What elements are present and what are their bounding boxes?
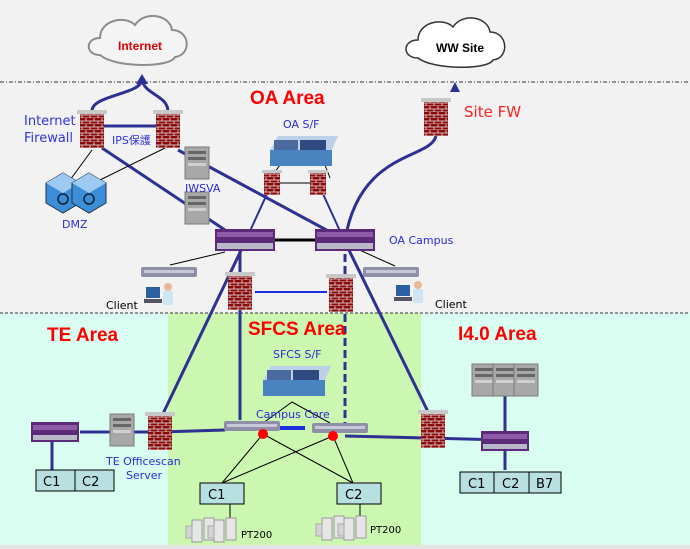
pt200-label: PT200 — [370, 525, 401, 536]
i40-switch-icon[interactable] — [481, 431, 529, 451]
access-switch-icon[interactable] — [141, 267, 197, 277]
svg-text:B7: B7 — [536, 477, 553, 492]
ips-label: IPS保護 — [112, 133, 151, 147]
server-icon[interactable] — [471, 363, 497, 397]
client-label: Client — [435, 298, 468, 311]
i40-box[interactable]: C1 C2 B7 — [459, 471, 562, 494]
arrow-up-icon — [136, 74, 148, 84]
vm-host-icon[interactable] — [263, 366, 331, 396]
internet-label: Internet — [118, 39, 162, 53]
te-area-zone — [0, 313, 168, 545]
te-officescan-label: Server — [126, 469, 163, 482]
link — [343, 241, 434, 421]
firewall-icon[interactable] — [262, 170, 282, 195]
te-officescan-server-icon[interactable] — [109, 413, 135, 447]
access-switch-icon[interactable] — [363, 267, 419, 277]
core-switch-icon[interactable] — [224, 421, 280, 431]
te-firewall-icon[interactable] — [145, 412, 175, 450]
internet-firewall-label: Internet — [24, 114, 76, 129]
sfcs-area-title: SFCS Area — [248, 319, 346, 340]
internet-firewall-label: Firewall — [24, 131, 73, 146]
svg-text:C2: C2 — [502, 477, 519, 492]
cloud-icon — [405, 17, 506, 68]
site-firewall-icon[interactable] — [421, 98, 451, 136]
internet-firewall-icon[interactable] — [77, 110, 107, 148]
link — [101, 146, 241, 242]
dmz-label: DMZ — [62, 218, 88, 231]
arrow-up-icon — [450, 82, 460, 92]
firewall-icon[interactable] — [225, 272, 255, 310]
core-port-dot — [328, 431, 338, 441]
cloud-icon — [87, 15, 188, 66]
site-fw-label: Site FW — [464, 103, 521, 121]
oa-sf-label: OA S/F — [283, 118, 320, 131]
server-icon[interactable] — [513, 363, 539, 397]
iwsva-label: IWSVA — [185, 182, 221, 195]
oa-campus-label: OA Campus — [389, 234, 454, 247]
ww-site-label: WW Site — [436, 41, 484, 55]
oa-area-title: OA Area — [250, 88, 325, 109]
svg-text:C1: C1 — [208, 488, 225, 503]
svg-text:C2: C2 — [345, 488, 362, 503]
i40-firewall-icon[interactable] — [418, 410, 448, 448]
ww-site-cloud[interactable]: WW Site — [405, 17, 506, 68]
client-label: Client — [106, 299, 139, 312]
core-switch-icon[interactable] — [312, 423, 368, 433]
svg-text:C2: C2 — [82, 475, 99, 490]
te-area-title: TE Area — [47, 325, 119, 346]
te-officescan-label: TE Officescan — [105, 455, 181, 468]
te-switch-icon[interactable] — [31, 422, 79, 442]
svg-text:C1: C1 — [43, 475, 60, 490]
firewall-icon[interactable] — [326, 274, 356, 312]
ips-firewall-icon[interactable] — [153, 110, 183, 148]
sfcs-sf-label: SFCS S/F — [273, 348, 322, 361]
link — [343, 135, 438, 241]
link — [158, 241, 247, 421]
pt200-label: PT200 — [241, 530, 272, 541]
sfcs-box-c2[interactable]: C2 — [336, 482, 382, 505]
oa-core-switch-icon[interactable] — [215, 229, 275, 251]
link — [90, 79, 144, 113]
server-icon[interactable] — [492, 363, 518, 397]
sfcs-box-c1[interactable]: C1 — [199, 482, 245, 505]
oa-core-switch-icon[interactable] — [315, 229, 375, 251]
svg-text:C1: C1 — [468, 477, 485, 492]
i40-area-title: I4.0 Area — [458, 324, 537, 345]
iwsva-server-icon[interactable] — [184, 191, 210, 225]
internet-cloud[interactable]: Internet — [87, 15, 188, 66]
firewall-icon[interactable] — [308, 170, 328, 195]
core-port-dot — [258, 429, 268, 439]
vm-host-icon[interactable] — [270, 136, 338, 166]
te-box[interactable]: C1 C2 — [35, 469, 115, 492]
i40-area-zone — [421, 313, 690, 545]
campus-core-label: Campus Core — [256, 408, 330, 421]
iwsva-server-icon[interactable] — [184, 146, 210, 180]
